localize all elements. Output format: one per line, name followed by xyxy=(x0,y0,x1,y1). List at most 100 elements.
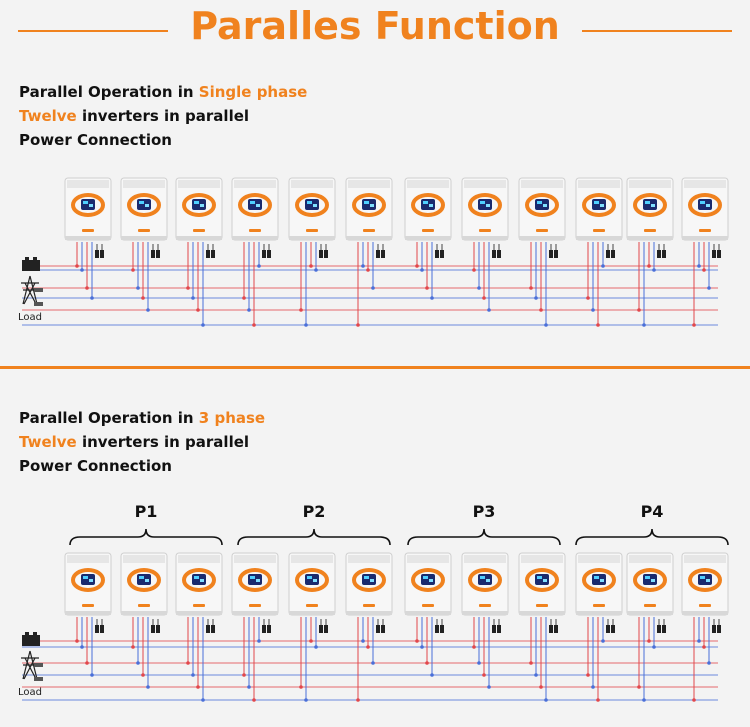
connector-plug xyxy=(554,625,558,633)
parallel-connector xyxy=(206,244,215,258)
ring-icon xyxy=(352,568,386,592)
parallel-connector xyxy=(95,619,104,633)
connector-plug xyxy=(662,250,666,258)
junction-dot xyxy=(420,268,424,272)
junction-dot xyxy=(314,645,318,649)
junction-dot xyxy=(529,661,533,665)
junction-dot xyxy=(544,698,548,702)
group-label: P1 xyxy=(135,502,158,521)
connector-plug xyxy=(492,250,496,258)
junction-dot xyxy=(487,685,491,689)
junction-dot xyxy=(702,645,706,649)
display-segment xyxy=(423,576,428,579)
inverter-top xyxy=(67,555,109,563)
connector-plug xyxy=(206,250,210,258)
inverter-top xyxy=(291,555,333,563)
connector-plug xyxy=(435,625,439,633)
parallel-connector xyxy=(549,619,558,633)
logo-icon xyxy=(306,604,318,607)
junction-dot xyxy=(131,645,135,649)
junction-dot xyxy=(591,308,595,312)
inverter-top xyxy=(178,180,220,188)
inverter xyxy=(345,552,393,616)
inverter-top xyxy=(464,180,506,188)
junction-dot xyxy=(90,296,94,300)
logo-icon xyxy=(363,229,375,232)
connector-plug xyxy=(497,250,501,258)
inverter xyxy=(461,552,509,616)
inverter xyxy=(288,552,336,616)
caption-line-3: Power Connection xyxy=(19,457,172,475)
parallel-connector xyxy=(657,244,666,258)
junction-dot xyxy=(430,673,434,677)
inverter xyxy=(64,177,112,241)
logo-icon xyxy=(422,229,434,232)
ring-icon xyxy=(468,193,502,217)
caption-line-2: Twelve inverters in parallel xyxy=(19,430,265,454)
junction-dot xyxy=(252,698,256,702)
display-segment xyxy=(89,204,93,207)
ring-icon xyxy=(411,193,445,217)
junction-dot xyxy=(186,661,190,665)
ring-icon xyxy=(525,193,559,217)
junction-dot xyxy=(591,685,595,689)
caption-line-2: Twelve inverters in parallel xyxy=(19,104,307,128)
parallel-connector xyxy=(492,619,501,633)
connector-plug xyxy=(381,250,385,258)
caption-accent: Twelve xyxy=(19,433,77,451)
inverter xyxy=(231,552,279,616)
connector-plug xyxy=(712,250,716,258)
ring-icon xyxy=(688,193,722,217)
display-segment xyxy=(543,579,547,582)
logo-icon xyxy=(536,229,548,232)
junction-dot xyxy=(257,264,261,268)
ring-icon xyxy=(71,193,105,217)
junction-dot xyxy=(652,268,656,272)
display-segment xyxy=(480,201,485,204)
connector-plug xyxy=(324,625,328,633)
inverter-base xyxy=(232,611,278,615)
caption-text: inverters in parallel xyxy=(76,433,250,451)
title-row: Paralles Function xyxy=(0,0,750,62)
caption-text: Parallel Operation in xyxy=(19,409,199,427)
inverter xyxy=(575,552,623,616)
display-segment xyxy=(139,576,144,579)
connector-plug xyxy=(492,625,496,633)
connector-plug xyxy=(440,250,444,258)
junction-dot xyxy=(601,639,605,643)
connector-plug xyxy=(381,625,385,633)
display-segment xyxy=(594,576,599,579)
inverter-top xyxy=(348,180,390,188)
inverter xyxy=(681,177,729,241)
junction-dot xyxy=(637,308,641,312)
battery-icon xyxy=(22,257,40,271)
junction-dot xyxy=(141,296,145,300)
ring-icon xyxy=(238,568,272,592)
inverter-top xyxy=(578,180,620,188)
junction-dot xyxy=(482,296,486,300)
connector-plug xyxy=(319,250,323,258)
inverter-top xyxy=(178,555,220,563)
single-phase-caption: Parallel Operation in Single phase Twelv… xyxy=(19,80,307,152)
display-segment xyxy=(706,579,710,582)
junction-dot xyxy=(299,685,303,689)
inverter xyxy=(681,552,729,616)
load-label: Load xyxy=(18,312,42,323)
connector-plug xyxy=(211,250,215,258)
inverter-base xyxy=(232,236,278,240)
junction-dot xyxy=(539,308,543,312)
parallel-connector xyxy=(712,619,721,633)
group-label: P2 xyxy=(303,502,326,521)
parallel-connector xyxy=(376,619,385,633)
brace-path xyxy=(237,528,391,546)
junction-dot xyxy=(309,639,313,643)
junction-dot xyxy=(361,264,365,268)
display-segment xyxy=(307,576,312,579)
caption-line-1: Parallel Operation in 3 phase xyxy=(19,406,265,430)
inverter-top xyxy=(684,555,726,563)
junction-dot xyxy=(242,296,246,300)
junction-dot xyxy=(647,639,651,643)
logo-icon xyxy=(536,604,548,607)
breaker-icon xyxy=(34,302,43,306)
parallel-connector xyxy=(151,244,160,258)
